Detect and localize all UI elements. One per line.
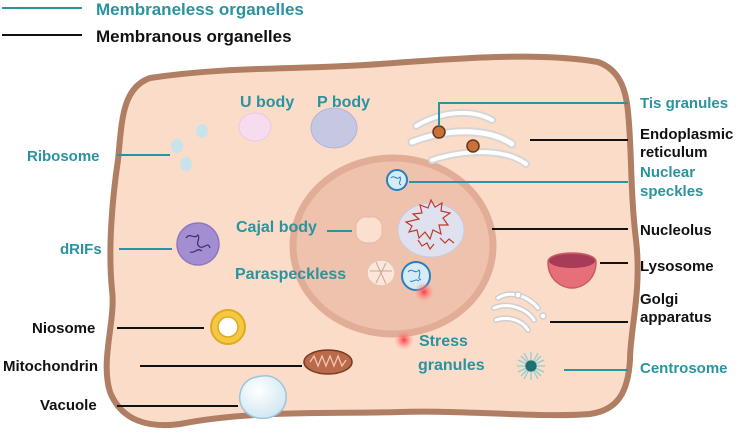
- nuclear-speckles-texture: [390, 176, 402, 186]
- endoplasmic-reticulum-shape: [407, 108, 530, 168]
- ribosome-shapes: [171, 124, 208, 171]
- cajal-body-shape: [354, 215, 384, 244]
- legend: Membraneless organelles Membranous organ…: [2, 0, 304, 46]
- paraspeckless-texture: [370, 261, 392, 285]
- nucleolus-shape: [397, 202, 465, 258]
- lysosome-top: [549, 254, 595, 268]
- centrosome-label: Centrosome: [640, 360, 728, 377]
- cajal-body-label: Cajal body: [236, 219, 317, 236]
- golgi-apparatus-label-line2: apparatus: [640, 309, 712, 326]
- golgi-apparatus-label-line1: Golgi: [640, 291, 678, 308]
- niosome-inner: [217, 316, 239, 338]
- endoplasmic-reticulum-label-line1: Endoplasmic: [640, 126, 733, 143]
- nucleus: [289, 154, 497, 338]
- nuclear-speckles-label-line2: speckles: [640, 183, 703, 200]
- p-body-shape: [310, 107, 358, 149]
- vacuole-shape: [238, 375, 287, 420]
- stress-granules-label-line2: granules: [418, 357, 485, 374]
- nuclear-speckles-shape: [386, 169, 408, 191]
- legend-label-membraneless: Membraneless organelles: [96, 0, 304, 19]
- stress-granules-label-line1: Stress: [419, 333, 468, 350]
- vacuole-label: Vacuole: [40, 397, 97, 414]
- lysosome-label: Lysosome: [640, 258, 714, 275]
- ribosome-label: Ribosome: [27, 148, 100, 165]
- nucleolus-label: Nucleolus: [640, 222, 712, 239]
- stress-granule-1: [414, 282, 434, 302]
- tis-granules-label: Tis granules: [640, 95, 728, 112]
- legend-label-membranous: Membranous organelles: [96, 27, 292, 46]
- u-body-label: U body: [240, 94, 294, 111]
- paraspeckless-speckle-texture: [407, 269, 422, 282]
- mitochondrin-cristae: [309, 354, 347, 368]
- u-body-shape: [238, 112, 272, 142]
- niosome-label: Niosome: [32, 320, 95, 337]
- golgi-apparatus-shape: [491, 291, 547, 333]
- drifs-label: dRIFs: [60, 241, 102, 258]
- tis-granule-1: [432, 125, 446, 139]
- tis-granule-2: [466, 139, 480, 153]
- nucleolus-texture: [404, 198, 455, 251]
- nuclear-speckles-label-line1: Nuclear: [640, 164, 695, 181]
- centrosome-shape: [517, 352, 545, 380]
- drifs-texture: [185, 233, 211, 253]
- p-body-label: P body: [317, 94, 370, 111]
- paraspeckless-label: Paraspeckless: [235, 266, 346, 283]
- stress-granule-2: [394, 330, 414, 350]
- mitochondrin-label: Mitochondrin: [3, 358, 98, 375]
- endoplasmic-reticulum-label-line2: reticulum: [640, 144, 708, 161]
- tis-granules-leader: [438, 102, 628, 126]
